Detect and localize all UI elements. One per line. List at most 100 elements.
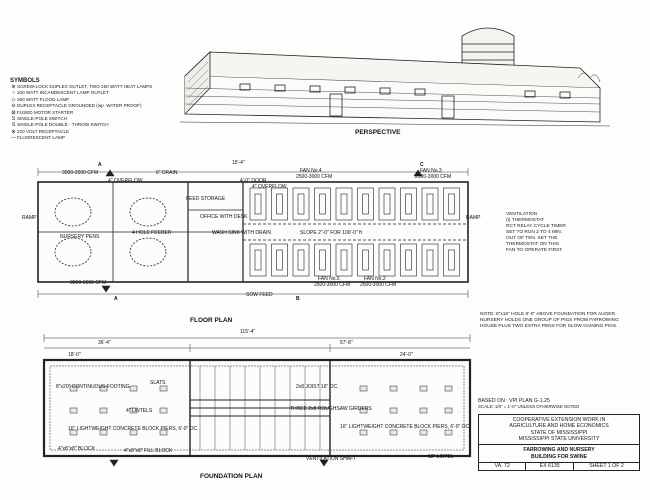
org-line2: AGRICULTURE AND HOME ECONOMICS xyxy=(509,423,609,430)
ramp-left: RAMP xyxy=(22,215,37,221)
crate-bottom-inner xyxy=(448,249,455,271)
block-pier xyxy=(69,407,78,414)
sow-feed-label: SOW FEED xyxy=(246,292,273,298)
fan2-no-label: FAN No.2 xyxy=(364,276,386,282)
wash-sink-label: WASH SINK WITH DRAIN xyxy=(212,230,271,236)
symbols-title: SYMBOLS xyxy=(10,78,40,84)
symbol-glyph-icon: S xyxy=(11,116,16,123)
crate-top-inner xyxy=(254,193,262,215)
crate-bottom xyxy=(314,243,331,277)
fan5-cfm: 2500-3000 CFM xyxy=(314,282,351,288)
symbol-text: SCREW-LOCK DUPLEX OUTLET, TWO 250 WATT H… xyxy=(17,84,153,89)
crate-top xyxy=(378,187,396,221)
based-on: BASED ON : VPI PLAN G-1.25 xyxy=(478,398,550,404)
fan-no4-label: FAN No.4 xyxy=(300,168,322,174)
symbol-text: 250 WATT FLOOD LAMP xyxy=(17,96,70,102)
symbol-glyph-icon: ⊕ xyxy=(11,84,16,90)
section-a-bottom: A xyxy=(114,296,118,302)
crate-top xyxy=(249,187,267,221)
sheet-number: SHEET 1 OF 2 xyxy=(589,463,624,470)
section-a-top: A xyxy=(98,162,102,168)
org-box: COOPERATIVE EXTENSION WORK IN AGRICULTUR… xyxy=(478,413,640,446)
crate-top xyxy=(400,187,417,221)
symbol-row: ⊕SCREW-LOCK DUPLEX OUTLET, TWO 250 WATT … xyxy=(10,84,185,90)
four-hole-feeder-label: 4 HOLE FEEDER xyxy=(132,230,172,236)
crate-top-inner xyxy=(383,193,391,215)
foundation-plan-title: FOUNDATION PLAN xyxy=(200,473,263,480)
ventilation-title: VENTILATION xyxy=(506,212,538,217)
symbol-row: ○100 WATT INCANDESCENT LAMP OUTLET xyxy=(10,90,185,96)
block-pier xyxy=(419,385,428,392)
drain-label: 6" DRAIN xyxy=(156,170,178,176)
crate-bottom-inner xyxy=(276,249,283,271)
crate-bottom-inner xyxy=(405,249,412,271)
crate-bottom-inner xyxy=(426,249,434,271)
block-pier xyxy=(444,385,453,392)
symbol-text: SINGLE-POLE SWITCH xyxy=(17,116,68,122)
block-pier xyxy=(359,429,368,436)
barn-building xyxy=(180,51,610,127)
crate-top xyxy=(357,187,374,221)
crate-top xyxy=(271,187,288,221)
foundation-plan-drawing xyxy=(42,334,472,467)
drawing-title-box: FARROWING AND NURSERY BUILDING FOR SWINE xyxy=(478,445,640,464)
lightweight-piers-left: 16" LIGHTWEIGHT CONCRETE BLOCK PIERS, 6'… xyxy=(68,426,199,432)
crate-bottom xyxy=(357,243,374,277)
ventilation-line: SET TO RUN 2 TO 4 MIN. xyxy=(506,230,563,235)
crate-top-inner xyxy=(340,193,348,215)
crate-top-inner xyxy=(426,193,434,215)
crate-top xyxy=(314,187,331,221)
fan1-cfm: 3000-3500 CFM xyxy=(62,170,99,176)
plan-number: VA. 72 xyxy=(479,463,527,470)
fan-no3-label: FAN No.3 xyxy=(420,168,442,174)
block-pier xyxy=(359,385,368,392)
symbol-row: —FLUORESCENT LAMP xyxy=(10,135,185,141)
nursery-pens-label: NURSERY PENS xyxy=(60,234,100,240)
crate-top xyxy=(335,187,353,221)
block-pier xyxy=(389,407,398,414)
crate-top xyxy=(421,187,439,221)
block-pier xyxy=(444,407,453,414)
ventilation-line: THERMOSTAT ON THIS xyxy=(506,242,559,247)
block-pier xyxy=(129,429,138,436)
farrowing-crates-bottom xyxy=(249,243,460,277)
girders-label: THREE 2x8 ROUGHSAW GIRDERS xyxy=(290,406,372,412)
block-pier xyxy=(99,385,108,392)
fan2-cfm: 2500-3000 CFM xyxy=(360,282,397,288)
lintels-label: 4" LINTELS xyxy=(126,408,153,414)
block-pier xyxy=(419,407,428,414)
section-b-bottom: B xyxy=(296,296,300,302)
block-pier xyxy=(389,429,398,436)
crate-bottom xyxy=(335,243,353,277)
crate-top-inner xyxy=(448,193,455,215)
ramp-right: RAMP xyxy=(466,215,481,221)
org-line1: COOPERATIVE EXTENSION WORK IN xyxy=(512,416,606,423)
perspective-title: PERSPECTIVE xyxy=(355,129,401,136)
crate-top-inner xyxy=(362,193,369,215)
symbol-text: SINGLE-POLE DOUBLE - THROW SWITCH xyxy=(17,122,109,128)
crate-bottom xyxy=(443,243,460,277)
vent-shaft-label: VENTILATION SHAFT xyxy=(306,456,357,462)
symbol-row: ⊖DUPLEX RECEPTACLE GROUNDED (wp. WATER P… xyxy=(10,103,185,109)
crate-top-inner xyxy=(276,193,283,215)
foundation-d2: 57'-8" xyxy=(340,340,353,346)
symbol-glyph-icon: S xyxy=(11,122,16,129)
fan4-cfm: 2500-3000 CFM xyxy=(296,174,333,180)
block-pier xyxy=(389,385,398,392)
block-pier xyxy=(99,407,108,414)
symbol-row: ⊠FUSED MOTOR STARTER xyxy=(10,110,185,116)
symbol-row: ⊗220 VOLT RECEPTACLE xyxy=(10,129,185,135)
crate-bottom-inner xyxy=(254,249,262,271)
crate-bottom xyxy=(249,243,267,277)
foundation-d1: 36'-4" xyxy=(98,340,111,346)
fan5-no-label: FAN No.5 xyxy=(318,276,340,282)
perspective-drawing xyxy=(180,27,610,127)
block-pier xyxy=(444,429,453,436)
ventilation-line: RCT RELAY CYCLE TIMER xyxy=(506,224,566,229)
crate-bottom xyxy=(271,243,288,277)
drawing-title-line2: BUILDING FOR SWINE xyxy=(531,453,587,460)
symbol-row: ◇250 WATT FLOOD LAMP xyxy=(10,97,185,103)
